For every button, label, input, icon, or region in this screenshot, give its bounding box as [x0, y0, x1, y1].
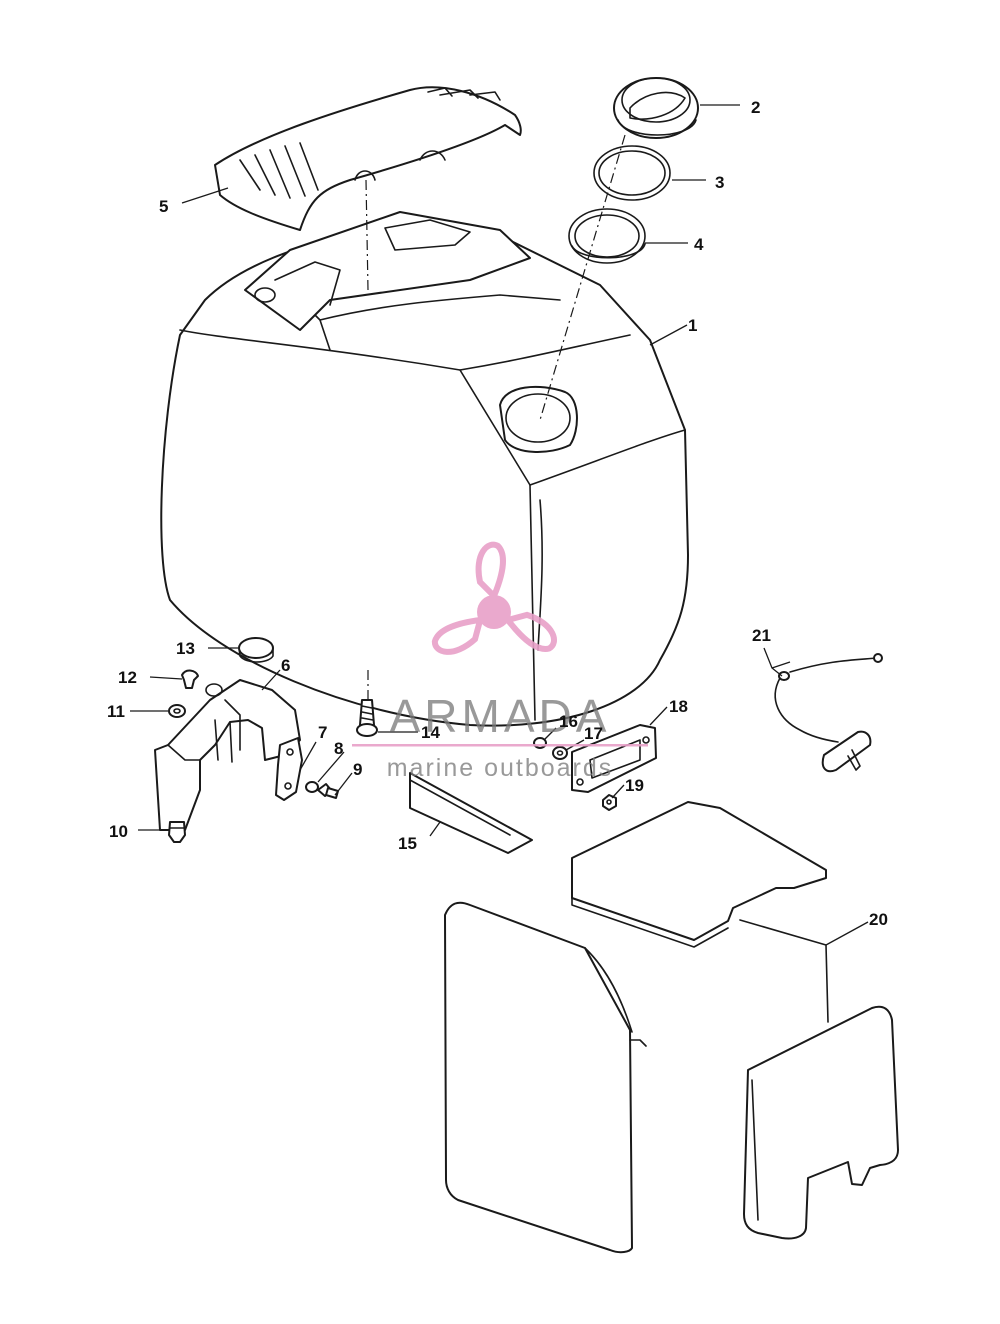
part-8-washer — [305, 781, 319, 793]
leader-lines — [130, 104, 869, 946]
part-2-filler-cap — [613, 77, 699, 139]
propeller-icon — [431, 541, 557, 655]
part-3-seal-ring — [593, 145, 671, 201]
callout-5: 5 — [159, 197, 168, 216]
part-20-insulation-pads — [444, 801, 899, 1254]
callout-17: 17 — [584, 724, 603, 743]
part-6-bracket — [154, 679, 301, 831]
callout-7: 7 — [318, 723, 327, 742]
callout-1: 1 — [688, 316, 697, 335]
part-11-washer — [168, 704, 186, 718]
callout-8: 8 — [334, 739, 343, 758]
callout-15: 15 — [398, 834, 417, 853]
callout-18: 18 — [669, 697, 688, 716]
callout-11: 11 — [107, 702, 125, 721]
part-15-seal-strip — [409, 772, 533, 854]
part-5-top-cover — [214, 86, 522, 231]
callout-10: 10 — [109, 822, 128, 841]
callout-4: 4 — [694, 235, 704, 254]
part-18-latch-plate — [571, 724, 657, 793]
callout-20: 20 — [869, 910, 888, 929]
callout-21: 21 — [752, 626, 771, 645]
watermark-tagline: marine outboards — [387, 754, 614, 782]
part-10-grommet — [168, 821, 186, 843]
callout-labels: 1 2 3 4 5 6 7 8 9 10 11 12 13 14 15 16 1… — [107, 98, 888, 929]
part-17-washer — [552, 746, 568, 760]
part-14-screw — [356, 699, 378, 737]
assembly-line-cover — [365, 179, 369, 291]
part-13-plug — [238, 637, 274, 663]
part-12-screw — [181, 669, 199, 689]
callout-9: 9 — [353, 760, 362, 779]
callout-14: 14 — [421, 723, 440, 742]
part-19-nut — [602, 794, 617, 811]
part-7-hinge-plate — [275, 737, 303, 801]
watermark-logo: ARMADA marine outboards — [352, 541, 648, 782]
part-1-top-cowling — [160, 211, 689, 727]
callout-2: 2 — [751, 98, 760, 117]
callout-16: 16 — [559, 712, 578, 731]
callout-13: 13 — [176, 639, 195, 658]
callout-6: 6 — [281, 656, 290, 675]
part-9-bolt — [317, 783, 339, 799]
callout-19: 19 — [625, 776, 644, 795]
part-4-gasket-ring — [568, 208, 646, 264]
assembly-line-cap — [539, 134, 626, 421]
watermark-underline — [352, 744, 648, 747]
part-21-lanyard-cord — [774, 653, 883, 773]
callout-12: 12 — [118, 668, 137, 687]
callout-3: 3 — [715, 173, 724, 192]
watermark-brand: ARMADA — [390, 690, 611, 742]
